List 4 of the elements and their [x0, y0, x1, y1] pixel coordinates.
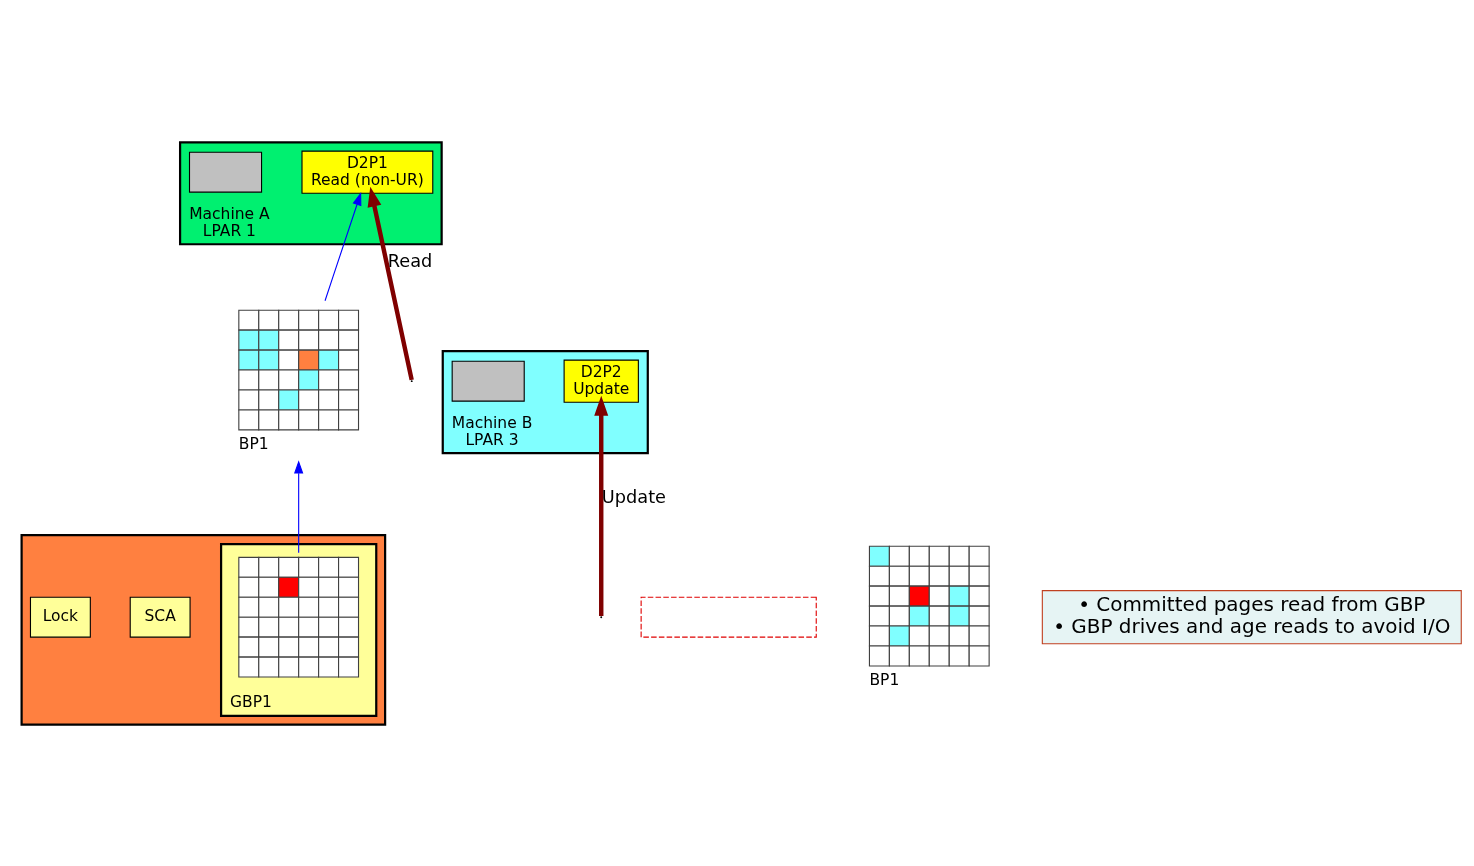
edge-label: Update — [601, 486, 667, 507]
edge-label: Read — [387, 250, 433, 271]
node-label: BP1 — [869, 670, 900, 689]
node-label: BP1 — [238, 434, 269, 453]
